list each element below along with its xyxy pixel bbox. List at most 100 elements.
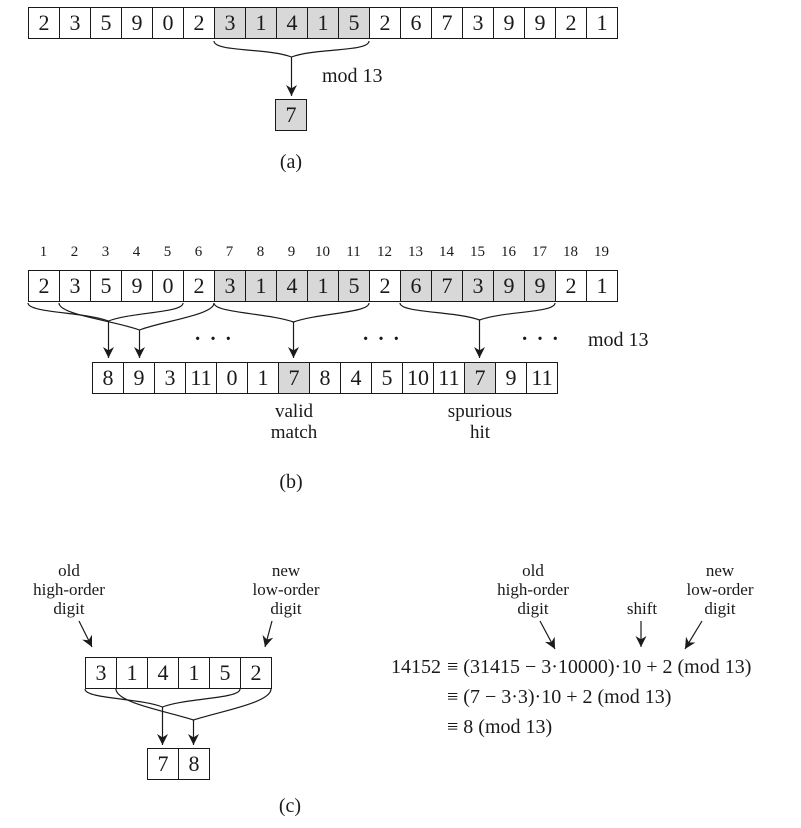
digit-cell: 2: [555, 270, 587, 302]
new-label-line1: new: [271, 561, 301, 580]
equation-line-1: 14152≡ (31415 − 3·10000)·10 + 2 (mod 13): [391, 656, 751, 678]
equation-rhs-1: ≡ (31415 − 3·10000)·10 + 2 (mod 13): [447, 656, 752, 678]
index-label: 5: [163, 244, 172, 260]
hash-value-cell: 9: [123, 362, 155, 394]
arrow-eq-new-digit: [684, 620, 703, 650]
digit-cell: 2: [183, 7, 215, 39]
brace-c-old-window: [84, 688, 241, 708]
old-high-order-digit-label: old high-order digit: [33, 561, 105, 618]
valid-match-line2: match: [270, 422, 318, 443]
old-label-line3: digit: [53, 599, 85, 618]
index-label: 1: [39, 244, 48, 260]
index-label: 13: [408, 244, 423, 260]
ellipsis: ···: [193, 324, 239, 355]
hash-value-cell: 11: [526, 362, 558, 394]
hash-value-cell: 7: [275, 99, 307, 131]
index-row-b: 1 2 3 4 5 6 7 8 9 10 11 12 13 14 15 16 1…: [28, 244, 617, 260]
digit-cell-spurious-window: 7: [431, 270, 463, 302]
digit-cell-valid-window: 1: [307, 270, 339, 302]
spurious-hit-label: spurious hit: [448, 401, 512, 443]
equation-line-3: ≡ 8 (mod 13): [447, 716, 553, 738]
digit-cell: 2: [369, 270, 401, 302]
hash-value-cell: 4: [340, 362, 372, 394]
equation-line-2: ≡ (7 − 3·3)·10 + 2 (mod 13): [447, 686, 672, 708]
spurious-hit-line2: hit: [469, 422, 491, 443]
digit-cell: 4: [147, 657, 179, 689]
valid-match-line1: valid: [275, 401, 313, 422]
index-label: 2: [70, 244, 79, 260]
hash-value-cell: 8: [178, 748, 210, 780]
old-label-line1: old: [58, 561, 80, 580]
digit-cell: 5: [90, 270, 122, 302]
digit-cell: 1: [586, 270, 618, 302]
digit-cell-spurious-window: 6: [400, 270, 432, 302]
digit-cell: 2: [555, 7, 587, 39]
digit-cell-valid-window: 4: [276, 270, 308, 302]
brace-b-shift2: [58, 302, 215, 331]
spurious-hit-line1: spurious: [447, 401, 513, 422]
eq-old-label-line1: old: [522, 561, 544, 580]
valid-match-label: valid match: [271, 401, 317, 443]
digit-cell: 3: [462, 7, 494, 39]
digit-cell-spurious-window: 9: [524, 270, 556, 302]
index-label: 9: [287, 244, 296, 260]
caption-c: (c): [278, 795, 302, 817]
index-label: 14: [439, 244, 454, 260]
hash-value-cell: 1: [247, 362, 279, 394]
hash-value-cell: 5: [371, 362, 403, 394]
digit-cell: 0: [152, 270, 184, 302]
eq-new-label-line2: low-order: [686, 580, 754, 599]
digit-cell: 2: [369, 7, 401, 39]
hash-value-cell: 3: [154, 362, 186, 394]
digit-cell: 3: [59, 270, 91, 302]
eq-new-label-line1: new: [705, 561, 735, 580]
brace-b-valid-window: [213, 302, 370, 323]
brace-b-spurious-window: [399, 302, 556, 321]
digit-cell-window: 1: [307, 7, 339, 39]
hash-value-cell: 10: [402, 362, 434, 394]
digit-cell: 3: [59, 7, 91, 39]
hash-value-spurious-hit: 7: [464, 362, 496, 394]
digit-cell-spurious-window: 3: [462, 270, 494, 302]
arrow-eq-old-digit: [539, 620, 556, 650]
digit-cell: 9: [493, 7, 525, 39]
digit-cell: 1: [116, 657, 148, 689]
hash-value-cell: 11: [433, 362, 465, 394]
new-low-order-digit-label: new low-order digit: [252, 561, 319, 618]
text-array-b: 2 3 5 9 0 2 3 1 4 1 5 2 6 7 3 9 9 2 1: [28, 270, 618, 302]
hash-result-a: 7: [275, 99, 307, 131]
hash-pair-c: 7 8: [147, 748, 210, 780]
index-label: 19: [594, 244, 609, 260]
hash-value-valid-match: 7: [278, 362, 310, 394]
digit-cell: 2: [240, 657, 272, 689]
ellipsis: ···: [361, 324, 407, 355]
index-label: 16: [501, 244, 516, 260]
eq-old-label-line3: digit: [517, 599, 549, 618]
index-label: 4: [132, 244, 141, 260]
digit-cell: 2: [28, 7, 60, 39]
digit-cell: 9: [121, 270, 153, 302]
digit-cell: 5: [90, 7, 122, 39]
hash-value-cell: 8: [92, 362, 124, 394]
brace-c-new-window: [115, 688, 272, 721]
hash-value-cell: 11: [185, 362, 217, 394]
index-label: 18: [563, 244, 578, 260]
index-label: 17: [532, 244, 547, 260]
brace-a-window: [213, 40, 370, 58]
index-label: 6: [194, 244, 203, 260]
digit-cell: 7: [431, 7, 463, 39]
ellipsis: ···: [520, 324, 566, 355]
new-label-line3: digit: [270, 599, 302, 618]
digit-cell-valid-window: 5: [338, 270, 370, 302]
eq-new-low-order-digit-label: new low-order digit: [686, 561, 753, 618]
digit-cell-valid-window: 1: [245, 270, 277, 302]
text-array-a: 2 3 5 9 0 2 3 1 4 1 5 2 6 7 3 9 9 2 1: [28, 7, 618, 39]
digit-cell-window: 4: [276, 7, 308, 39]
eq-old-high-order-digit-label: old high-order digit: [497, 561, 569, 618]
shift-label: shift: [626, 599, 658, 618]
digit-cell: 2: [28, 270, 60, 302]
old-label-line2: high-order: [33, 580, 105, 599]
digit-cell: 0: [152, 7, 184, 39]
